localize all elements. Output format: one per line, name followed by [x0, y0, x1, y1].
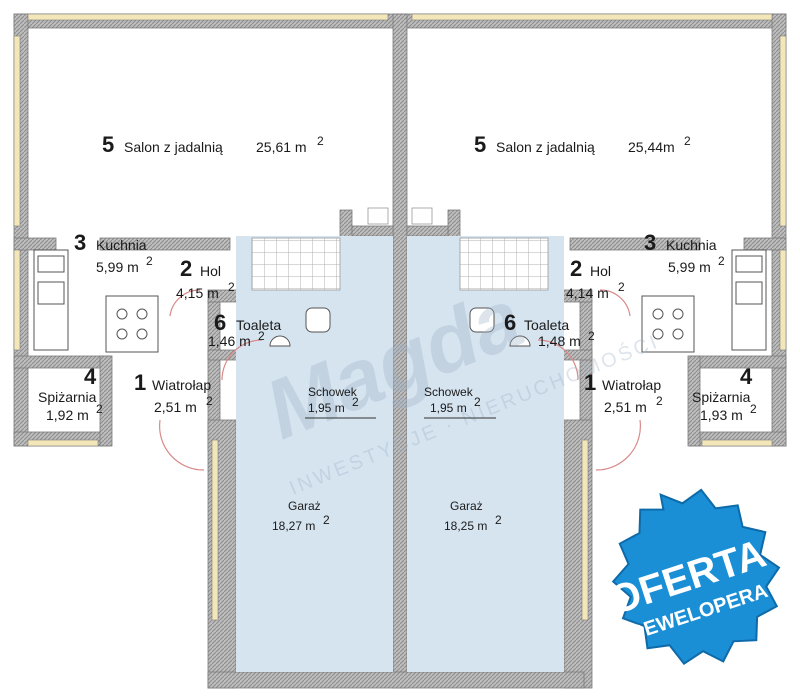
svg-text:1: 1 — [584, 370, 596, 395]
badge-seal — [611, 488, 781, 666]
svg-text:Toaleta: Toaleta — [524, 317, 569, 333]
room-garaz-left: Garaż 18,27 m 2 — [272, 499, 330, 533]
room-toaleta-right: 6 Toaleta 1,48 m 2 — [504, 310, 595, 349]
room-salon-right: 5 Salon z jadalnią 25,44m 2 — [474, 132, 691, 157]
stairs — [251, 207, 549, 291]
svg-text:4: 4 — [84, 364, 97, 389]
svg-text:Garaż: Garaż — [288, 499, 321, 513]
svg-text:1,95 m: 1,95 m — [308, 401, 345, 415]
windows — [13, 13, 787, 621]
svg-text:Garaż: Garaż — [450, 499, 483, 513]
svg-text:5: 5 — [102, 132, 114, 157]
room-wiatrolap-left: 1 Wiatrołap 2,51 m 2 — [134, 370, 213, 415]
svg-text:Wiatrołap: Wiatrołap — [152, 377, 211, 393]
svg-text:2: 2 — [474, 395, 481, 409]
svg-text:2: 2 — [317, 134, 324, 148]
room-kuchnia-left: 3 Kuchnia 5,99 m 2 — [74, 230, 153, 275]
svg-text:2: 2 — [323, 513, 330, 527]
svg-text:18,27 m: 18,27 m — [272, 519, 315, 533]
room-schowek-left: Schowek 1,95 m 2 — [305, 385, 376, 419]
svg-text:Salon z jadalnią: Salon z jadalnią — [496, 139, 595, 155]
svg-text:2: 2 — [146, 254, 153, 268]
svg-text:6: 6 — [504, 310, 516, 335]
svg-text:5,99 m: 5,99 m — [668, 259, 711, 275]
svg-text:25,44m: 25,44m — [628, 139, 675, 155]
svg-text:2: 2 — [588, 329, 595, 343]
svg-text:4,14 m: 4,14 m — [566, 285, 609, 301]
room-kuchnia-right: 3 Kuchnia 5,99 m 2 — [644, 230, 725, 275]
svg-text:2: 2 — [684, 134, 691, 148]
svg-text:Schowek: Schowek — [424, 385, 474, 399]
svg-text:2: 2 — [96, 402, 103, 416]
room-spizarnia-left: 4 Spiżarnia 1,92 m 2 — [38, 364, 103, 423]
svg-text:Kuchnia: Kuchnia — [96, 237, 147, 253]
svg-text:2,51 m: 2,51 m — [154, 399, 197, 415]
svg-text:6: 6 — [214, 310, 226, 335]
svg-text:25,61 m: 25,61 m — [256, 139, 307, 155]
svg-text:2: 2 — [656, 394, 663, 408]
room-wiatrolap-right: 1 Wiatrołap 2,51 m 2 — [584, 370, 663, 415]
room-hol-right: 2 Hol 4,14 m 2 — [566, 256, 625, 301]
svg-text:2: 2 — [180, 256, 192, 281]
svg-text:1,48 m: 1,48 m — [538, 333, 581, 349]
svg-text:3: 3 — [74, 230, 86, 255]
svg-text:Wiatrołap: Wiatrołap — [602, 377, 661, 393]
svg-text:2: 2 — [228, 280, 235, 294]
labels-right: 5 Salon z jadalnią 25,44m 2 3 Kuchnia 5,… — [424, 132, 757, 533]
garages — [236, 236, 564, 672]
svg-text:2: 2 — [206, 394, 213, 408]
svg-text:4,15 m: 4,15 m — [176, 285, 219, 301]
svg-text:Hol: Hol — [200, 263, 221, 279]
svg-text:Spiżarnia: Spiżarnia — [38, 389, 97, 405]
room-garaz-right: Garaż 18,25 m 2 — [444, 499, 502, 533]
svg-text:1: 1 — [134, 370, 146, 395]
svg-text:2,51 m: 2,51 m — [604, 399, 647, 415]
svg-text:2: 2 — [618, 280, 625, 294]
svg-text:1,92 m: 1,92 m — [46, 407, 89, 423]
svg-text:Schowek: Schowek — [308, 385, 358, 399]
svg-text:5,99 m: 5,99 m — [96, 259, 139, 275]
room-hol-left: 2 Hol 4,15 m 2 — [176, 256, 235, 301]
svg-text:1,95 m: 1,95 m — [430, 401, 467, 415]
svg-text:2: 2 — [352, 395, 359, 409]
doors — [158, 289, 642, 471]
svg-text:Toaleta: Toaleta — [236, 317, 281, 333]
oferta-badge: OFERTA DEWELOPERA — [604, 488, 781, 666]
svg-text:2: 2 — [718, 254, 725, 268]
svg-text:Hol: Hol — [590, 263, 611, 279]
svg-text:3: 3 — [644, 230, 656, 255]
svg-text:18,25 m: 18,25 m — [444, 519, 487, 533]
svg-text:1,93 m: 1,93 m — [700, 407, 743, 423]
svg-text:4: 4 — [740, 364, 753, 389]
svg-text:Salon z jadalnią: Salon z jadalnią — [124, 139, 223, 155]
room-spizarnia-right: 4 Spiżarnia 1,93 m 2 — [692, 364, 757, 423]
room-schowek-right: Schowek 1,95 m 2 — [424, 385, 496, 419]
svg-text:2: 2 — [570, 256, 582, 281]
svg-text:2: 2 — [495, 513, 502, 527]
svg-text:5: 5 — [474, 132, 486, 157]
svg-text:2: 2 — [258, 329, 265, 343]
svg-text:Spiżarnia: Spiżarnia — [692, 389, 751, 405]
labels-left: 5 Salon z jadalnią 25,61 m 2 3 Kuchnia 5… — [38, 132, 376, 533]
kitchen-fixtures — [33, 249, 767, 353]
svg-text:1,46 m: 1,46 m — [208, 333, 251, 349]
svg-text:Kuchnia: Kuchnia — [666, 237, 717, 253]
room-salon-left: 5 Salon z jadalnią 25,61 m 2 — [102, 132, 324, 157]
room-toaleta-left: 6 Toaleta 1,46 m 2 — [208, 310, 281, 349]
svg-text:2: 2 — [750, 402, 757, 416]
